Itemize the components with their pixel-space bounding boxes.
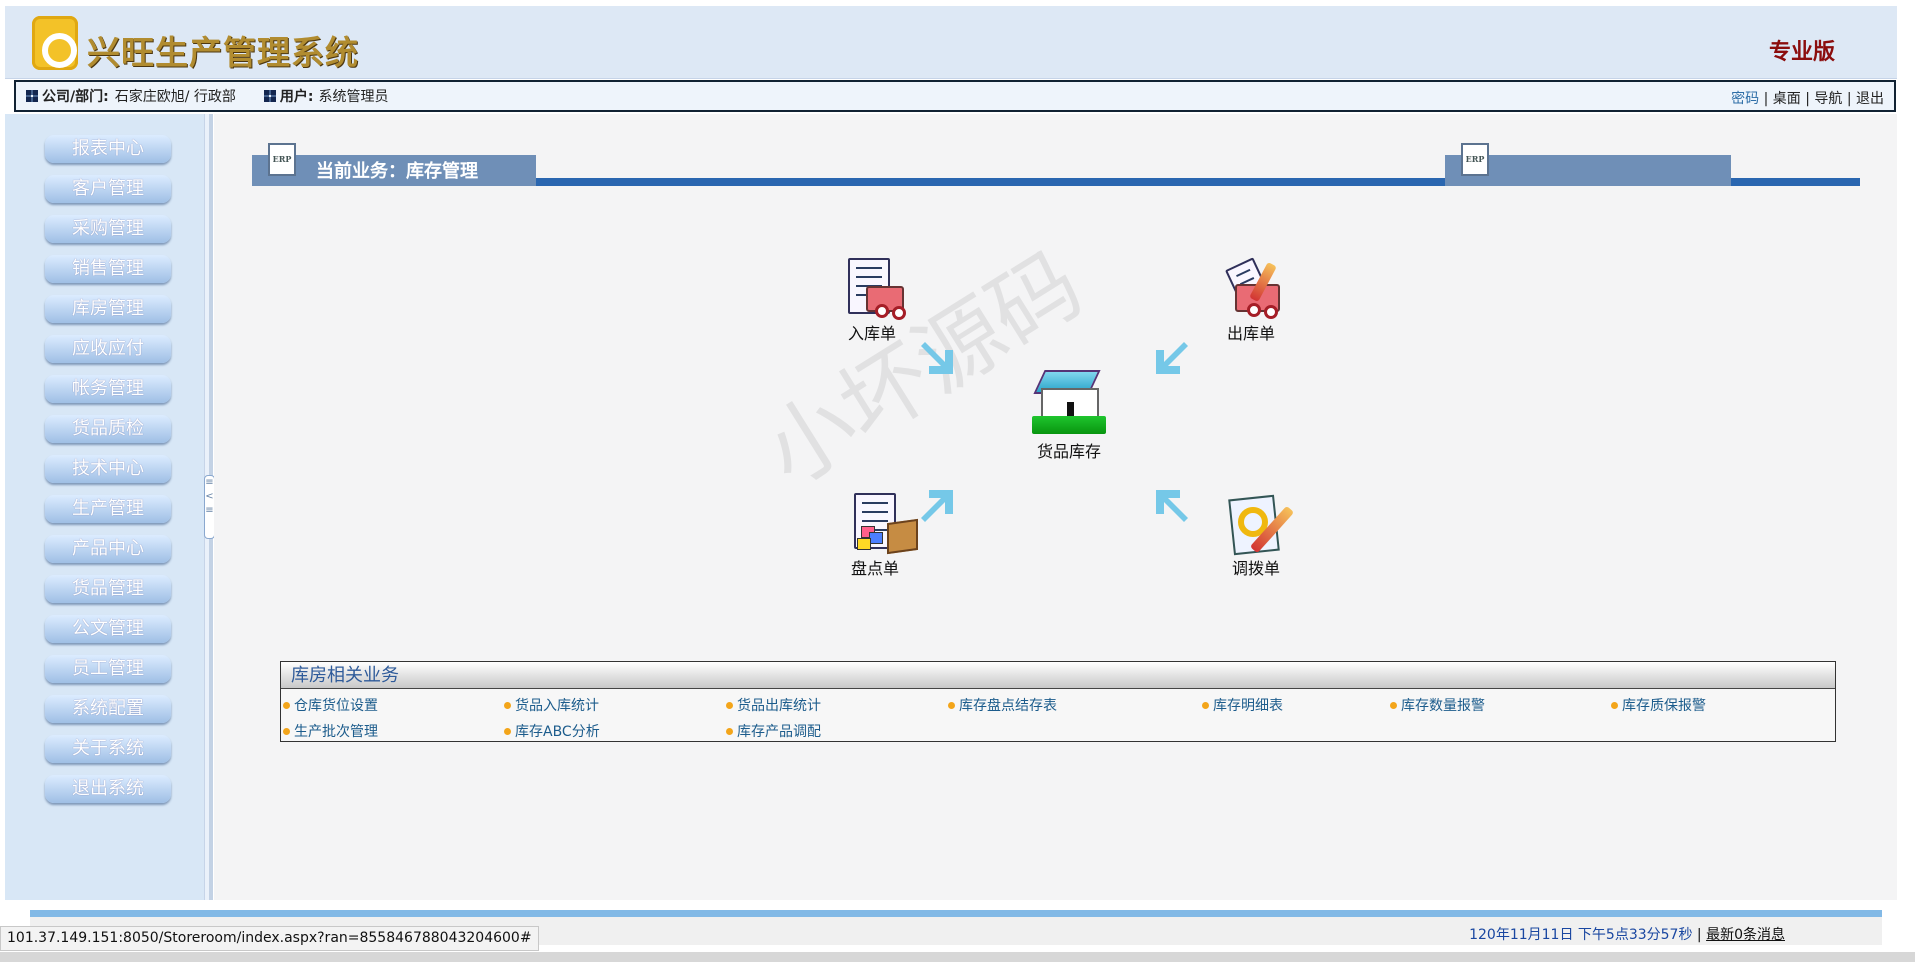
sidebar-item-receivables[interactable]: 应收应付 [45,335,171,363]
browser-status-url: 101.37.149.151:8050/Storeroom/index.aspx… [0,926,539,951]
outbound-order[interactable]: 出库单 [1210,257,1292,344]
sidebar-item-config[interactable]: 系统配置 [45,695,171,723]
sidebar-item-sales[interactable]: 销售管理 [45,255,171,283]
company-label: 公司/部门: [42,89,109,105]
app-title: 兴旺生产管理系统 [87,26,359,74]
erp-icon: ERP [268,143,296,176]
related-link-product-allocation[interactable]: 库存产品调配 [726,721,821,741]
main-content [214,114,1897,900]
outbound-icon [1224,257,1280,320]
company-grid-icon [26,90,38,102]
current-datetime: 120年11月11日 下午5点33分57秒 [1469,927,1693,943]
top-links: 密码 | 桌面 | 导航 | 退出 [1731,91,1884,107]
sidebar-item-reports[interactable]: 报表中心 [45,135,171,163]
company-value: 石家庄欧旭/ 行政部 [114,89,236,105]
arrow-transfer-icon [1156,490,1188,522]
sidebar-item-about[interactable]: 关于系统 [45,735,171,763]
secondary-tab[interactable]: ERP [1445,143,1731,186]
arrow-inbound-icon [921,342,953,374]
sidebar-item-accounting[interactable]: 帐务管理 [45,375,171,403]
secondary-erp-icon: ERP [1461,143,1489,176]
window-top-pad [0,0,1915,6]
logout-link[interactable]: 退出 [1856,91,1884,107]
transfer-order[interactable]: 调拨单 [1220,493,1295,579]
related-link-location-settings[interactable]: 仓库货位设置 [283,695,378,715]
inbound-order[interactable]: 入库单 [832,258,912,344]
navigation-link[interactable]: 导航 [1814,91,1843,107]
inventory-center[interactable]: 货品库存 [1017,370,1121,462]
sidebar-item-employees[interactable]: 员工管理 [45,655,171,683]
sidebar-item-documents[interactable]: 公文管理 [45,615,171,643]
related-link-quantity-alarm[interactable]: 库存数量报警 [1390,695,1485,715]
sidebar-item-warehouse[interactable]: 库房管理 [45,295,171,323]
window-bottom-edge [0,952,1915,962]
user-label: 用户: [279,89,314,105]
arrow-outbound-icon [1156,342,1188,374]
related-link-batch-management[interactable]: 生产批次管理 [283,721,378,741]
count-order[interactable]: 盘点单 [832,493,918,579]
messages-link[interactable]: 最新0条消息 [1706,927,1785,943]
transfer-label: 调拨单 [1231,559,1280,578]
sidebar-item-production[interactable]: 生产管理 [45,495,171,523]
sidebar-item-products[interactable]: 产品中心 [45,535,171,563]
app-header: 兴旺生产管理系统 专业版 [5,6,1897,79]
transfer-icon [1225,493,1295,556]
user-grid-icon [263,90,276,102]
footer-accent-bar [30,910,1882,917]
inventory-label: 货品库存 [1036,442,1101,461]
house-icon [1032,370,1106,438]
user-value: 系统管理员 [318,89,389,105]
related-link-count-balance[interactable]: 库存盘点结存表 [948,695,1057,715]
current-business-tab[interactable]: ERP 当前业务：库存管理 [252,143,536,186]
status-clock: 120年11月11日 下午5点33分57秒 | 最新0条消息 [1469,924,1785,944]
sidebar-item-customers[interactable]: 客户管理 [45,175,171,203]
password-link[interactable]: 密码 [1731,91,1760,107]
inbound-label: 入库单 [847,324,896,343]
sidebar-item-tech[interactable]: 技术中心 [45,455,171,483]
desktop-link[interactable]: 桌面 [1772,91,1801,107]
sidebar-item-purchasing[interactable]: 采购管理 [45,215,171,243]
related-title: 库房相关业务 [281,662,1835,689]
sidebar-item-goods[interactable]: 货品管理 [45,575,171,603]
related-link-inbound-stats[interactable]: 货品入库统计 [504,695,599,715]
logo-icon [32,16,78,70]
inventory-workflow: 入库单 出库单 货品库存 盘点单 调拨单 [690,257,1310,588]
status-separator: | [1696,927,1702,943]
count-icon [849,493,918,555]
title-text: 兴旺生产管理系统 [87,33,359,72]
related-link-warranty-alarm[interactable]: 库存质保报警 [1611,695,1706,715]
user-info-bar: 公司/部门: 石家庄欧旭/ 行政部 用户: 系统管理员 密码 | 桌面 | 导航… [14,80,1896,112]
arrow-count-icon [921,490,953,522]
related-link-outbound-stats[interactable]: 货品出库统计 [726,695,821,715]
related-link-inventory-detail[interactable]: 库存明细表 [1202,695,1283,715]
outbound-label: 出库单 [1226,324,1275,343]
current-business-title: 当前业务：库存管理 [316,161,478,182]
business-tab-bar: ERP 当前业务：库存管理 ERP [252,143,1860,186]
inbound-icon [846,258,906,320]
count-label: 盘点单 [850,559,899,578]
related-link-abc-analysis[interactable]: 库存ABC分析 [504,721,600,741]
warehouse-related-business: 库房相关业务 仓库货位设置 货品入库统计 货品出库统计 库存盘点结存表 库存明细… [280,661,1836,742]
sidebar: 报表中心 客户管理 采购管理 销售管理 库房管理 应收应付 帐务管理 货品质检 … [5,114,205,900]
edition-label: 专业版 [1768,39,1835,65]
sidebar-item-quality[interactable]: 货品质检 [45,415,171,443]
sidebar-item-exit[interactable]: 退出系统 [45,775,171,803]
